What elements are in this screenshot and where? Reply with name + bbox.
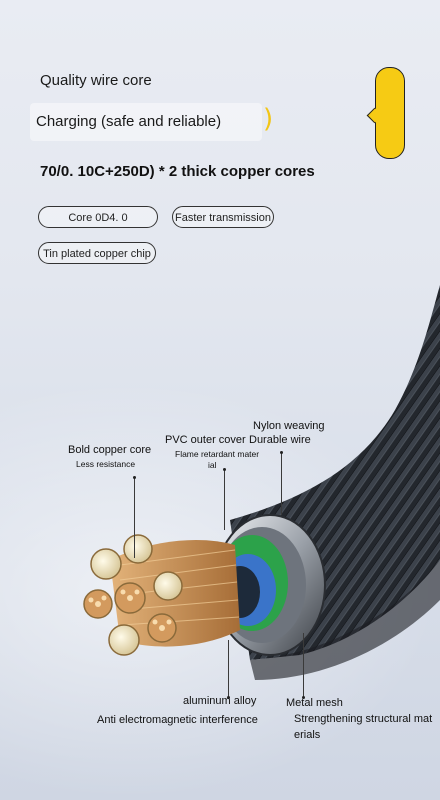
copper-label-desc: Less resistance bbox=[76, 459, 136, 469]
headline-title: Quality wire core bbox=[40, 72, 152, 89]
nylon-pointer-dot bbox=[280, 451, 283, 454]
strand-dots bbox=[88, 589, 172, 631]
headline-subtitle: Charging (safe and reliable) bbox=[36, 113, 222, 130]
nylon-label-line1: Nylon weaving bbox=[253, 420, 325, 432]
aluminum-label-title: aluminum alloy bbox=[183, 695, 257, 707]
pvc-label-desc2: ial bbox=[208, 460, 217, 470]
tag-faster-transmission: Faster transmission bbox=[172, 206, 274, 228]
subtitle-highlight bbox=[30, 103, 262, 141]
mesh-pointer-dot bbox=[302, 696, 305, 699]
tag-tin-plated: Tin plated copper chip bbox=[38, 242, 156, 264]
jacket-shadow bbox=[250, 560, 440, 680]
mesh-label-desc2: erials bbox=[294, 729, 321, 741]
yellow-bracket-mark: ) bbox=[263, 104, 274, 134]
pvc-pointer-dot bbox=[223, 468, 226, 471]
aluminum-label-desc: Anti electromagnetic interference bbox=[97, 714, 258, 726]
pvc-pointer-line bbox=[224, 470, 225, 530]
pvc-label-title: PVC outer cover bbox=[165, 434, 246, 446]
mesh-pointer-line bbox=[303, 633, 304, 698]
mesh-label-desc1: Strengthening structural mat bbox=[294, 713, 433, 725]
copper-pointer-dot bbox=[133, 476, 136, 479]
copper-label-title: Bold copper core bbox=[68, 444, 152, 456]
nylon-pointer-line bbox=[281, 453, 282, 515]
nylon-label-line2: Durable wire bbox=[249, 434, 311, 446]
pvc-label-desc1: Flame retardant mater bbox=[175, 449, 260, 459]
aluminum-pointer-line bbox=[228, 640, 229, 698]
spec-line: 70/0. 10C+250D) * 2 thick copper cores bbox=[40, 163, 315, 180]
mesh-label-title: Metal mesh bbox=[286, 697, 343, 709]
tag-core: Core 0D4. 0 bbox=[38, 206, 158, 228]
copper-pointer-line bbox=[134, 478, 135, 558]
aluminum-pointer-dot bbox=[227, 696, 230, 699]
